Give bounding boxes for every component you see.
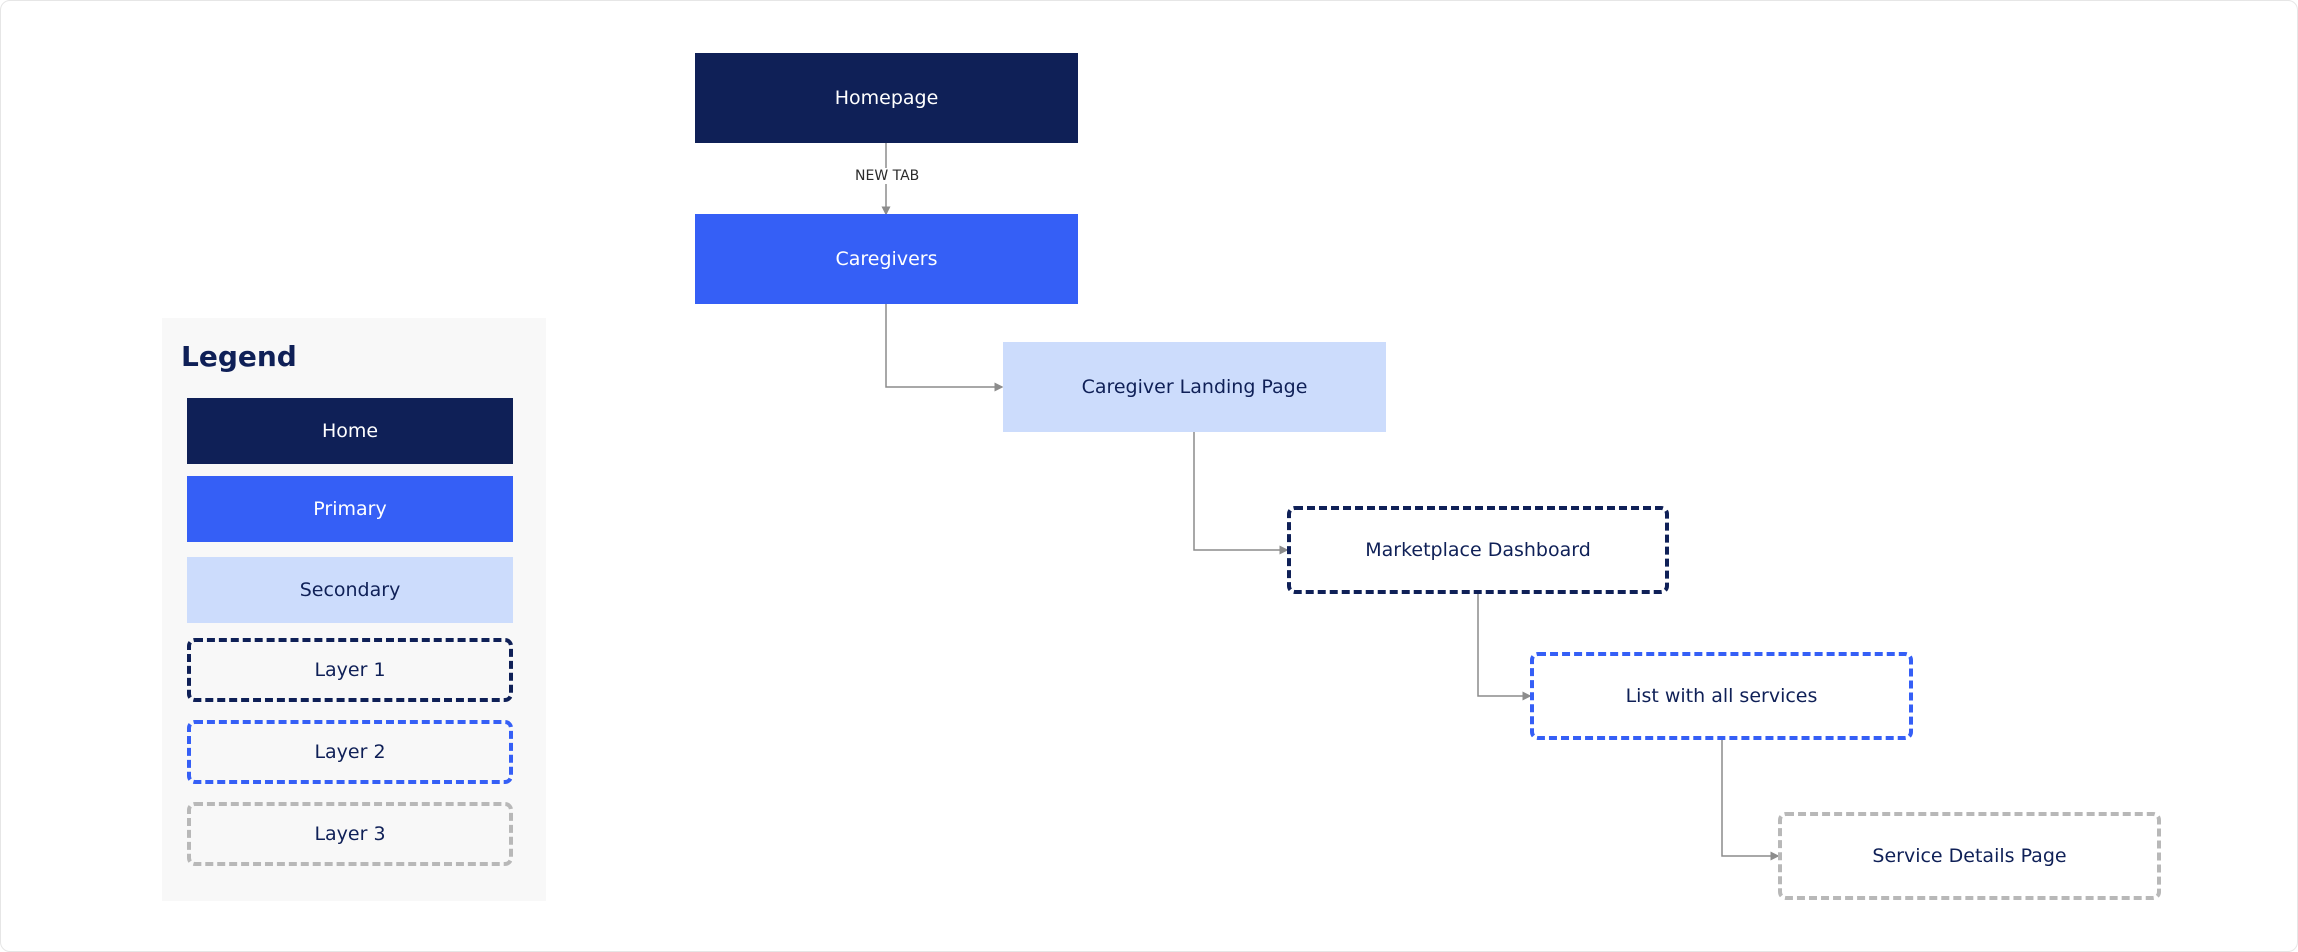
legend-item-layer-3: Layer 3 bbox=[187, 802, 513, 866]
legend-item-label: Secondary bbox=[299, 579, 401, 601]
legend-item-home: Home bbox=[187, 398, 513, 464]
legend-item-layer-1: Layer 1 bbox=[187, 638, 513, 702]
node-caregiver-landing-page[interactable]: Caregiver Landing Page bbox=[1003, 342, 1386, 432]
edge-caregivers-landing bbox=[885, 304, 1004, 392]
edge-landing-marketplace bbox=[1193, 432, 1289, 555]
node-label: Marketplace Dashboard bbox=[1365, 539, 1591, 561]
legend-item-label: Layer 1 bbox=[314, 659, 386, 681]
legend-item-secondary: Secondary bbox=[187, 557, 513, 623]
node-marketplace-dashboard[interactable]: Marketplace Dashboard bbox=[1287, 506, 1669, 594]
legend-item-layer-2: Layer 2 bbox=[187, 720, 513, 784]
legend-item-label: Home bbox=[321, 420, 379, 442]
edge-services-details bbox=[1721, 740, 1780, 861]
node-label: Homepage bbox=[834, 87, 939, 109]
node-label: Service Details Page bbox=[1872, 845, 2067, 867]
legend-item-label: Layer 2 bbox=[314, 741, 386, 763]
node-service-details-page[interactable]: Service Details Page bbox=[1778, 812, 2161, 900]
legend-item-label: Layer 3 bbox=[314, 823, 386, 845]
node-label: Caregivers bbox=[835, 248, 938, 270]
node-list-with-all-services[interactable]: List with all services bbox=[1530, 652, 1913, 740]
legend-item-label: Primary bbox=[313, 498, 387, 520]
node-caregivers[interactable]: Caregivers bbox=[695, 214, 1078, 304]
legend-item-primary: Primary bbox=[187, 476, 513, 542]
legend-panel: Legend Home Primary Secondary Layer 1 La… bbox=[162, 318, 546, 901]
edge-marketplace-services bbox=[1477, 594, 1532, 701]
node-label: List with all services bbox=[1625, 685, 1818, 707]
node-homepage[interactable]: Homepage bbox=[695, 53, 1078, 143]
legend-title: Legend bbox=[181, 340, 297, 373]
edge-label-new-tab: NEW TAB bbox=[855, 168, 920, 184]
node-label: Caregiver Landing Page bbox=[1081, 376, 1308, 398]
